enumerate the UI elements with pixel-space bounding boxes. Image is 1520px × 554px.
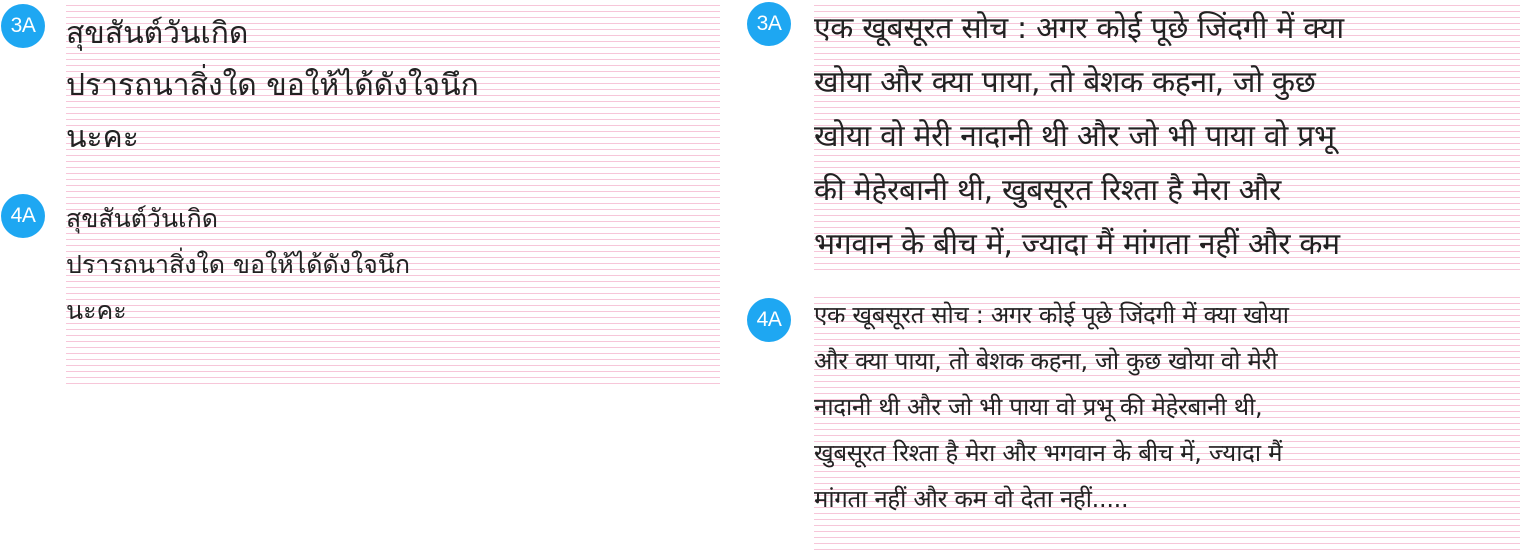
text-line: खुबसूरत रिश्ता है मेरा और भगवान के बीच म… bbox=[814, 439, 1283, 467]
text-line: की मेहेरबानी थी, खुबसूरत रिश्ता है मेरा … bbox=[814, 173, 1281, 208]
text-line: और क्या पाया, तो बेशक कहना, जो कुछ खोया … bbox=[814, 347, 1278, 375]
thai-text-block-3a: สุขสันต์วันเกิด ปรารถนาสิ่งใด ขอให้ได้ดั… bbox=[66, 8, 479, 164]
badge-hindi-3a: 3A bbox=[747, 2, 791, 46]
badge-thai-3a: 3A bbox=[1, 4, 45, 48]
text-line: นะคะ bbox=[66, 296, 127, 325]
text-line: भगवान के बीच में, ज्यादा मैं मांगता नहीं… bbox=[814, 227, 1340, 262]
hindi-ruled-area-3a bbox=[814, 0, 1520, 272]
text-line: ปรารถนาสิ่งใด ขอให้ได้ดังใจนึก bbox=[66, 68, 479, 103]
text-line: สุขสันต์วันเกิด bbox=[66, 16, 249, 51]
badge-hindi-4a: 4A bbox=[747, 298, 791, 342]
badge-thai-4a: 4A bbox=[1, 194, 45, 238]
text-line: खोया और क्या पाया, तो बेशक कहना, जो कुछ bbox=[814, 65, 1316, 100]
hindi-text-block-4a: एक खूबसूरत सोच : अगर कोई पूछे जिंदगी में… bbox=[814, 292, 1289, 522]
text-line: นะคะ bbox=[66, 120, 139, 155]
text-line: खोया वो मेरी नादानी थी और जो भी पाया वो … bbox=[814, 119, 1335, 154]
text-line: สุขสันต์วันเกิด bbox=[66, 204, 218, 233]
hindi-ruled-area-4a bbox=[814, 292, 1520, 554]
text-line: एक खूबसूरत सोच : अगर कोई पूछे जिंदगी में… bbox=[814, 301, 1289, 329]
text-line: एक खूबसूरत सोच : अगर कोई पूछे जिंदगी में… bbox=[814, 11, 1344, 46]
text-line: मांगता नहीं और कम वो देता नहीं..... bbox=[814, 485, 1129, 513]
hindi-text-block-3a: एक खूबसूरत सोच : अगर कोई पूछे जिंदगी में… bbox=[814, 2, 1344, 272]
text-line: ปรารถนาสิ่งใด ขอให้ได้ดังใจนึก bbox=[66, 250, 411, 279]
text-line: नादानी थी और जो भी पाया वो प्रभू की मेहे… bbox=[814, 393, 1263, 421]
thai-ruled-area bbox=[66, 0, 720, 388]
thai-text-block-4a: สุขสันต์วันเกิด ปรารถนาสิ่งใด ขอให้ได้ดั… bbox=[66, 196, 410, 334]
